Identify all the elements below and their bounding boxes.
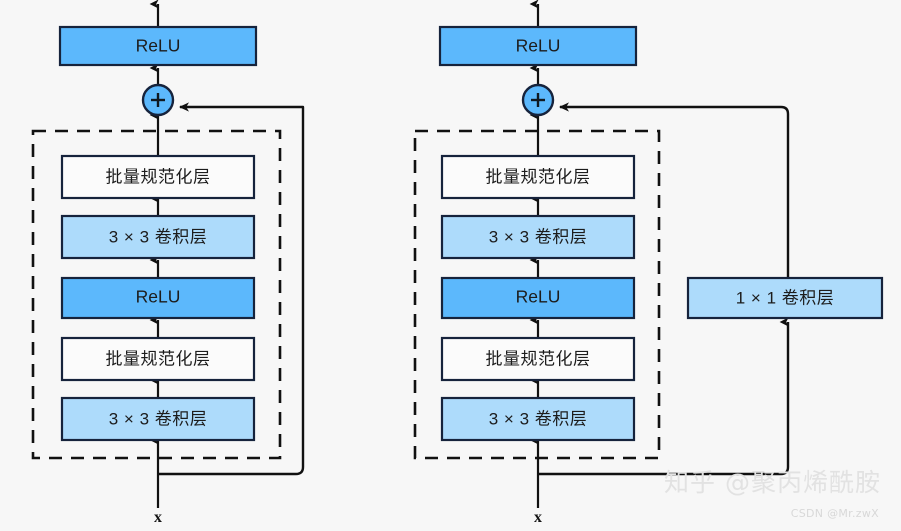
left-relu-output-box[interactable]: ReLU [58,25,258,67]
left-layer-batch-norm-1[interactable]: 批量规范化层 [60,336,256,382]
left-layer-conv3x3-2[interactable]: 3 × 3 卷积层 [60,214,256,260]
right-layer-relu-inner[interactable]: ReLU [440,276,636,320]
right-bn2-label: 批量规范化层 [486,167,591,186]
left-conv1-label: 3 × 3 卷积层 [109,409,208,428]
right-layer-conv3x3-1[interactable]: 3 × 3 卷积层 [440,396,636,442]
right-residual-dashed-boundary [413,129,661,460]
left-relu-output-rect [58,25,258,67]
right-input-label: x [534,509,542,526]
left-relu-inner-label: ReLU [136,287,181,307]
left-conv2-rect [60,214,256,260]
right-relu-inner-rect [440,276,636,320]
left-input-label: x [154,509,162,526]
right-relu-output-box[interactable]: ReLU [438,25,638,67]
right-bn1-label: 批量规范化层 [486,349,591,368]
left-conv1-rect [60,396,256,442]
right-bn2-rect [440,154,636,200]
right-layer-batch-norm-2[interactable]: 批量规范化层 [440,154,636,200]
left-identity-shortcut [158,102,305,476]
right-residual-block: ReLU 批量规范化层 3 × 3 卷积层 ReLU [413,0,884,526]
right-conv2-label: 3 × 3 卷积层 [489,227,588,246]
left-adder[interactable] [141,83,175,117]
right-relu-inner-label: ReLU [516,287,561,307]
left-bn2-label: 批量规范化层 [106,167,211,186]
right-layer-conv3x3-2[interactable]: 3 × 3 卷积层 [440,214,636,260]
right-bn1-rect [440,336,636,382]
left-bn2-rect [60,154,256,200]
right-relu-output-rect [438,25,638,67]
left-relu-inner-rect [60,276,256,320]
left-layer-batch-norm-2[interactable]: 批量规范化层 [60,154,256,200]
right-conv1x1-rect [686,276,884,320]
watermark-zhihu: 知乎 @聚丙烯酰胺 [664,468,881,497]
left-relu-output-label: ReLU [136,36,181,56]
right-layer-batch-norm-1[interactable]: 批量规范化层 [440,336,636,382]
right-conv1x1-label: 1 × 1 卷积层 [736,288,835,307]
left-layer-relu-inner[interactable]: ReLU [60,276,256,320]
right-shortcut-conv1x1-box[interactable]: 1 × 1 卷积层 [686,276,884,320]
left-bn1-label: 批量规范化层 [106,349,211,368]
right-shortcut-lower-path [538,317,790,476]
left-residual-block: ReLU 批量规范化层 3 × 3 卷积层 ReLU [31,0,305,526]
right-conv1-label: 3 × 3 卷积层 [489,409,588,428]
left-bn1-rect [60,336,256,382]
left-layer-conv3x3-1[interactable]: 3 × 3 卷积层 [60,396,256,442]
right-shortcut-upper-path [559,102,790,278]
watermark-csdn: CSDN @Mr.zwX [790,507,879,520]
right-adder[interactable] [521,83,555,117]
right-conv2-rect [440,214,636,260]
left-conv2-label: 3 × 3 卷积层 [109,227,208,246]
right-relu-output-label: ReLU [516,36,561,56]
right-conv1-rect [440,396,636,442]
